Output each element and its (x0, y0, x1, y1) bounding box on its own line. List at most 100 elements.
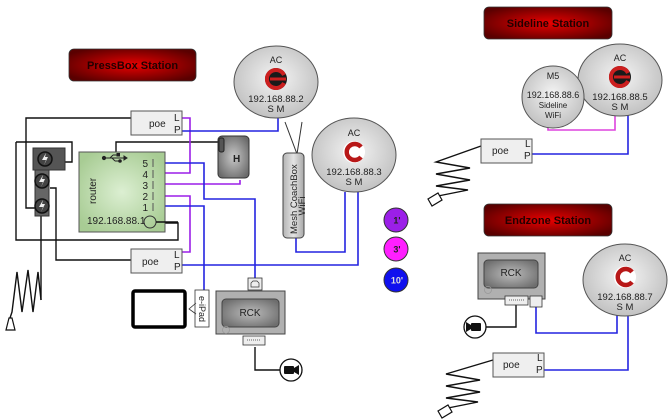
mesh-coachbox[interactable]: Mesh CoachBox WiFi (282, 152, 308, 239)
cable-1ft (154, 180, 241, 185)
camera-cable (485, 302, 517, 328)
camera-icon (463, 315, 487, 339)
legend-swatch (383, 236, 409, 262)
port-label: 3 (142, 181, 148, 192)
legend-item: 3' (383, 236, 409, 262)
ap-label: AC (348, 128, 361, 138)
power-plug-icon (427, 192, 443, 207)
h-device[interactable]: H (217, 135, 250, 179)
cable-10ft (532, 111, 629, 155)
power-plug-icon (437, 404, 453, 419)
camera-icon (279, 358, 303, 382)
router-ip: 192.168.88.1 (87, 216, 146, 227)
cable-10ft (180, 114, 279, 132)
ubiquiti-logo-icon (264, 68, 287, 90)
ipad[interactable]: e-iPad (131, 289, 210, 329)
power-cable (15, 142, 179, 241)
access-point-ac-2[interactable]: AC 192.168.88.2S M (233, 45, 319, 119)
legend-swatch (383, 207, 409, 233)
legend-label: 1' (393, 216, 400, 226)
access-point-ac-3[interactable]: AC 192.168.88.3S M (311, 117, 397, 193)
ubiquiti-logo-icon (614, 266, 636, 288)
cable-1ft (154, 195, 191, 253)
poe-label: poe (503, 360, 520, 371)
usb-icon (101, 153, 128, 163)
cable-legend: 1' 3' 10' (383, 207, 409, 293)
port-label: 2 (142, 192, 148, 203)
poe-lan-port: L (174, 250, 180, 261)
legend-label: 10' (391, 276, 403, 286)
ap-ports: S M (617, 302, 634, 313)
poe-power-port: P (174, 262, 181, 273)
poe-lan-port: L (174, 113, 180, 124)
cable-10ft (180, 192, 359, 266)
ap-label: AC (270, 55, 283, 65)
ap-ip: 192.168.88.2 (248, 94, 303, 105)
power-outlet-icon (34, 173, 50, 189)
station-title-sideline: Sideline Station (483, 6, 613, 40)
poe-lan-port: L (525, 139, 531, 150)
cable-10ft (154, 205, 205, 290)
power-outlet-icon (34, 198, 50, 214)
power-port-icon (484, 286, 492, 294)
antenna (284, 121, 303, 156)
router-ports: 5 4 3 2 1 (142, 159, 154, 214)
station-title-pressbox: PressBox Station (68, 48, 197, 82)
mesh-label: Mesh CoachBox (289, 164, 300, 234)
poe-label: poe (142, 257, 159, 268)
ap-ip: 192.168.88.7 (597, 292, 652, 303)
station-title-text: PressBox Station (87, 60, 178, 72)
m5-radio[interactable]: M5 192.168.88.6 Sideline WiFi (521, 65, 585, 129)
power-coil (433, 145, 482, 197)
poe-injector-top[interactable]: poe L P (130, 110, 183, 136)
ethernet-port-icon (247, 277, 263, 291)
ipad-label: e-iPad (197, 296, 207, 322)
port-label: 4 (142, 170, 148, 181)
port-label: 5 (142, 159, 148, 170)
m5-ip: 192.168.88.6 (527, 90, 580, 100)
camera-cable (254, 347, 280, 371)
power-cables (9, 117, 220, 319)
ubiquiti-logo-icon (608, 66, 631, 88)
power-strip (32, 147, 66, 217)
port-label: 1 (142, 203, 148, 214)
ubiquiti-logo-icon (343, 141, 365, 163)
poe-injector-sideline[interactable]: poe L P (480, 138, 533, 164)
access-point-ac-7[interactable]: AC 192.168.88.7S M (582, 243, 668, 317)
cable-1ft (154, 117, 191, 174)
ap-ports: S M (612, 102, 629, 113)
power-coil (445, 359, 494, 409)
poe-lan-port: L (537, 353, 543, 364)
ap-ports: S M (346, 177, 363, 188)
station-title-text: Endzone Station (505, 215, 591, 227)
poe-injector-bottom[interactable]: poe L P (130, 248, 183, 274)
power-cable (25, 117, 131, 209)
legend-item: 1' (383, 207, 409, 233)
poe-power-port: P (174, 125, 181, 136)
hdmi-port-icon (504, 295, 529, 306)
ap-label: AC (614, 53, 627, 63)
poe-injector-endzone[interactable]: poe L P (492, 352, 545, 378)
poe-power-port: P (524, 151, 531, 162)
poe-label: poe (149, 119, 166, 130)
router-label: router (88, 177, 99, 204)
power-cable (50, 187, 131, 261)
rck-label: RCK (239, 308, 260, 319)
ap-label: AC (619, 253, 632, 263)
ap-ip: 192.168.88.3 (326, 167, 381, 178)
connector-arrow-icon (188, 302, 197, 315)
rck-pressbox[interactable]: RCK (215, 277, 286, 346)
ap-ports: S M (268, 104, 285, 115)
power-cables (445, 359, 494, 409)
ethernet-port-icon (529, 295, 543, 308)
m5-label: M5 (547, 71, 560, 81)
cable-10ft (154, 162, 256, 280)
router[interactable]: router 5 4 3 2 1 192.168.88.1 (78, 151, 178, 233)
rck-endzone[interactable]: RCK (477, 252, 546, 308)
legend-item: 10' (383, 267, 409, 293)
power-cable (115, 141, 220, 155)
